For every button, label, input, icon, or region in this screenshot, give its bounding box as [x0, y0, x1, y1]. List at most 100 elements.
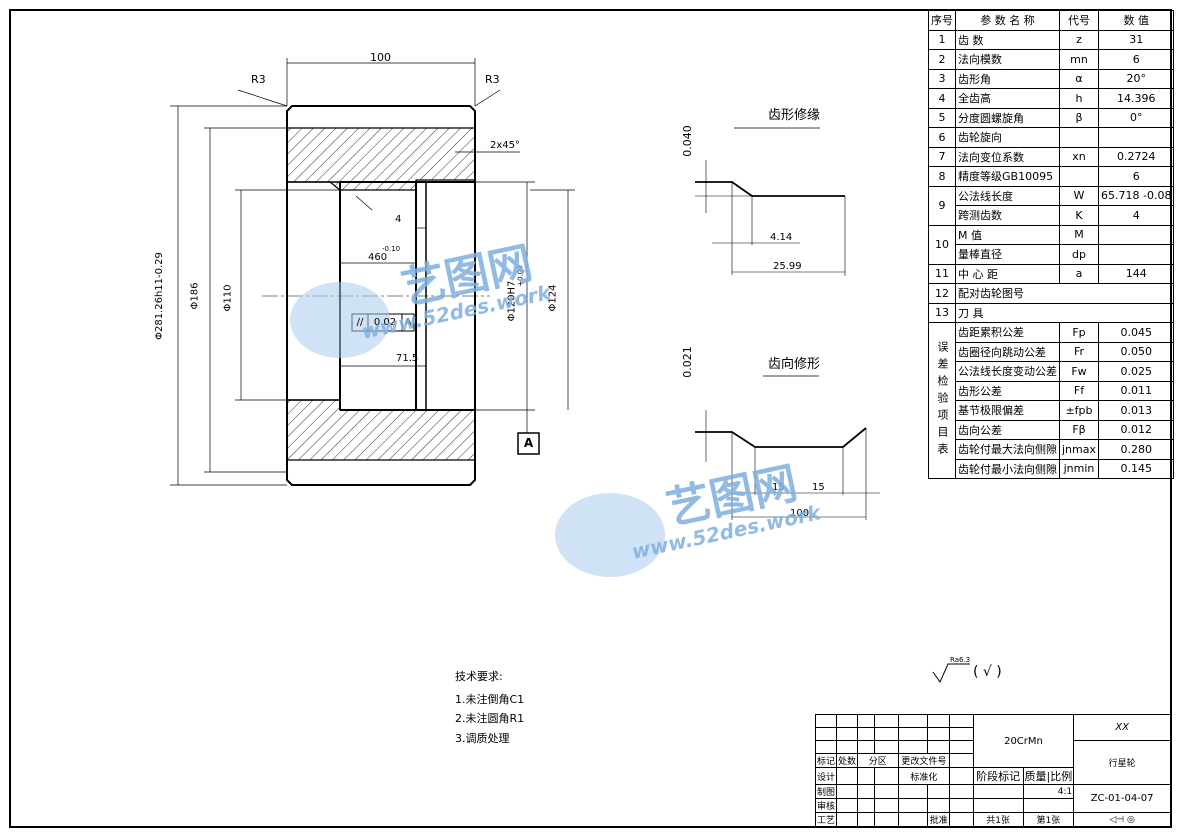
cell-symbol: mn — [1059, 49, 1099, 70]
cell-value — [1097, 127, 1175, 148]
cell-name: 齿轮付最小法向侧隙 — [955, 458, 1060, 479]
cell-name: 公法线长度变动公差 — [955, 361, 1060, 382]
company: XX — [1073, 714, 1171, 741]
lead-mod-dim-c: 100 — [790, 508, 810, 519]
cell-no: 13 — [928, 302, 956, 323]
cell-no: 4 — [928, 88, 956, 109]
drawing-no: ZC-01-04-07 — [1073, 784, 1171, 813]
projection-symbol: ◁⊣ ◎ — [1073, 812, 1171, 827]
cell-symbol: h — [1059, 88, 1099, 109]
dim-length-top: 100 — [370, 51, 391, 64]
cell-name: 基节极限偏差 — [955, 400, 1060, 421]
sheet-number: 第1张 — [1022, 812, 1075, 827]
part-name: 行星轮 — [1073, 740, 1171, 785]
gtol-value: 0.02 — [373, 317, 397, 328]
cell-symbol: K — [1059, 205, 1099, 226]
cell-symbol: dp — [1059, 244, 1099, 265]
cell-name: 齿向公差 — [955, 419, 1060, 440]
cell-no: 7 — [928, 146, 956, 167]
dim-715: 71.5 — [396, 353, 419, 364]
cell-value — [1097, 244, 1175, 265]
cell-name: 齿形公差 — [955, 380, 1060, 401]
header-cell: 代号 — [1059, 10, 1099, 31]
lead-mod-dim-a: 15 — [772, 482, 785, 493]
roughness-rest: ( √ ) — [973, 664, 1002, 680]
label-approve: 批准 — [927, 812, 951, 827]
cell-name: 齿距累积公差 — [955, 322, 1060, 343]
dim-radius-left: R3 — [251, 73, 266, 86]
cell-value: 0.011 — [1097, 380, 1175, 401]
cell-symbol: β — [1059, 107, 1099, 128]
cell-symbol: W — [1059, 185, 1099, 206]
dim-chamfer: 2x45° — [490, 140, 521, 151]
cell-value: 31 — [1097, 29, 1175, 50]
cell-name: 配对齿轮图号 — [954, 283, 1175, 304]
cell-value — [1097, 224, 1175, 245]
cell-value: 0.013 — [1097, 400, 1175, 421]
header-cell: 序号 — [928, 10, 956, 31]
cell-name: 齿轮旋向 — [955, 127, 1060, 148]
cell-symbol: Fr — [1059, 341, 1099, 362]
lead-mod-title: 齿向修形 — [768, 357, 821, 372]
cell-value: 14.396 — [1097, 88, 1175, 109]
cell-symbol: jnmin — [1059, 458, 1099, 479]
tech-req-item: 2.未注圆角R1 — [455, 712, 525, 725]
dim-460-tol: -0.10 — [382, 245, 401, 253]
label-ratio: 比例 — [1050, 770, 1073, 783]
hdr-doc: 更改文件号 — [897, 753, 951, 768]
cell-no: 10 — [928, 224, 956, 265]
cell-value: 65.718 -0.08 — [1097, 185, 1175, 206]
profile-mod-detail — [695, 127, 846, 276]
dim-dia-bore-small: Φ110 — [222, 284, 234, 312]
dimension-lines — [170, 58, 575, 486]
cell-no: 3 — [928, 68, 956, 89]
lead-mod-dim-b: 15 — [812, 482, 825, 493]
dim-dia-outer: Φ281.26h11-0.29 — [153, 252, 165, 340]
hdr-zone: 分区 — [857, 753, 899, 768]
watermark-logo — [290, 282, 665, 577]
cell-name: 中 心 距 — [955, 263, 1060, 284]
cell-name: 齿形角 — [955, 68, 1060, 89]
label-draw: 制图 — [814, 784, 838, 799]
label-design: 设计 — [814, 767, 838, 785]
roughness-symbol — [932, 663, 970, 684]
cell-value: 0.280 — [1097, 439, 1175, 460]
dim-dia-root: Φ186 — [189, 282, 201, 310]
cell-name: 公法线长度 — [955, 185, 1060, 206]
tech-req-item: 3.调质处理 — [455, 732, 510, 745]
sheets-total: 共1张 — [972, 812, 1024, 827]
label-stage: 阶段标记 — [972, 767, 1024, 785]
hdr-count: 处数 — [836, 753, 859, 768]
cell-symbol: α — [1059, 68, 1099, 89]
cell-name: 全齿高 — [955, 88, 1060, 109]
cell-value: 4 — [1097, 205, 1175, 226]
cell-symbol: Fp — [1059, 322, 1099, 343]
cell-name: 刀 具 — [954, 302, 1175, 323]
cell-name: 法向模数 — [955, 49, 1060, 70]
material: 20CrMn — [972, 714, 1075, 768]
label-check: 审核 — [814, 798, 838, 813]
cell-value: 0.050 — [1097, 341, 1175, 362]
title-block: 20CrMn XX 行星轮 标记处数分区更改文件号 设计标准化 阶段标记质量|比… — [814, 714, 1171, 827]
cell-value: 6 — [1097, 49, 1175, 70]
datum-label: A — [523, 436, 534, 450]
